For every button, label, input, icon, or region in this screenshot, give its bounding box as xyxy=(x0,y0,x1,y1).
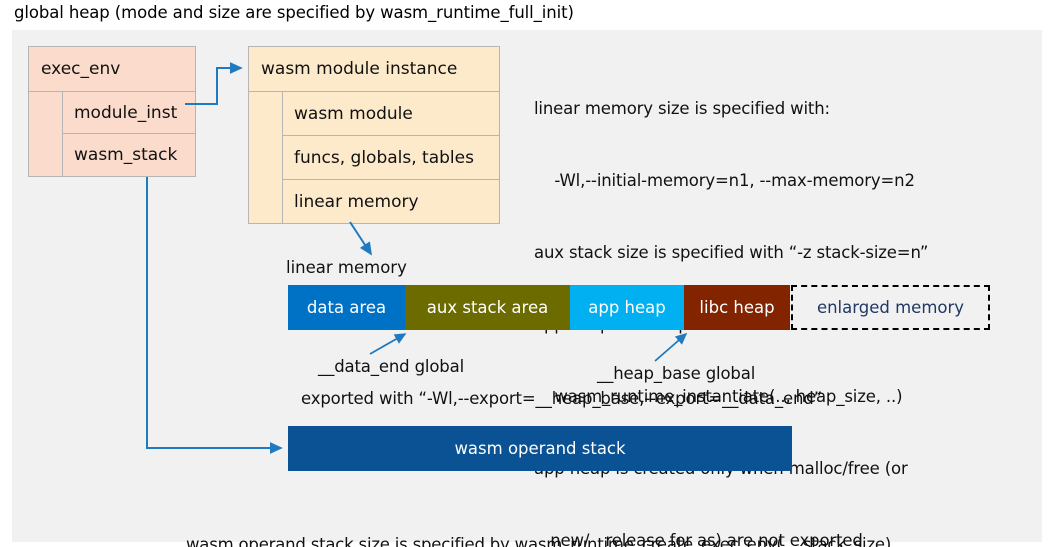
instance-row-wasm-module: wasm module xyxy=(283,92,499,136)
exec-env-rows: module_inst wasm_stack xyxy=(63,92,195,176)
wasm-module-instance-rows: wasm module funcs, globals, tables linea… xyxy=(283,92,499,223)
exec-env-row-module-inst: module_inst xyxy=(63,92,195,134)
exec-env-gutter xyxy=(29,92,63,176)
memory-segment-aux-stack-area: aux stack area xyxy=(405,285,570,330)
info-line-2: -Wl,--initial-memory=n1, --max-memory=n2 xyxy=(534,171,915,190)
diagram-title: global heap (mode and size are specified… xyxy=(14,3,574,22)
memory-segment-data-area: data area xyxy=(288,285,405,330)
annotation-heap-base: __heap_base global xyxy=(597,364,756,383)
instance-row-linear-memory: linear memory xyxy=(294,192,419,212)
info-line-3: aux stack size is specified with “-z sta… xyxy=(534,243,929,262)
exec-env-row-wasm-stack: wasm_stack xyxy=(74,145,178,165)
linear-memory-label: linear memory xyxy=(286,258,407,277)
info-line-5: wasm_runtime_instantiate(.., heap_size, … xyxy=(534,387,903,406)
wasm-module-instance-header: wasm module instance xyxy=(249,47,499,92)
info-line-7: __new/__release for as) are not exported xyxy=(534,531,863,547)
annotation-data-end: __data_end global xyxy=(318,357,465,376)
wasm-module-instance-gutter xyxy=(249,92,283,223)
memory-segment-enlarged-memory: enlarged memory xyxy=(791,285,990,330)
memory-segment-libc-heap: libc heap xyxy=(684,285,790,330)
operand-stack-note: wasm operand stack size is specified by … xyxy=(186,482,891,547)
exec-env-header: exec_env xyxy=(29,47,195,92)
memory-segment-app-heap: app heap xyxy=(570,285,684,330)
info-line-1: linear memory size is specified with: xyxy=(534,99,830,118)
exec-env-box: exec_env module_inst wasm_stack xyxy=(28,46,196,177)
instance-row-funcs-globals-tables: funcs, globals, tables xyxy=(283,136,499,180)
wasm-module-instance-box: wasm module instance wasm module funcs, … xyxy=(248,46,500,224)
operand-stack-note-line-1: wasm operand stack size is specified by … xyxy=(186,535,892,547)
annotation-exported: exported with “-Wl,--export=__heap_base,… xyxy=(301,389,822,408)
wasm-operand-stack-box: wasm operand stack xyxy=(288,426,792,471)
